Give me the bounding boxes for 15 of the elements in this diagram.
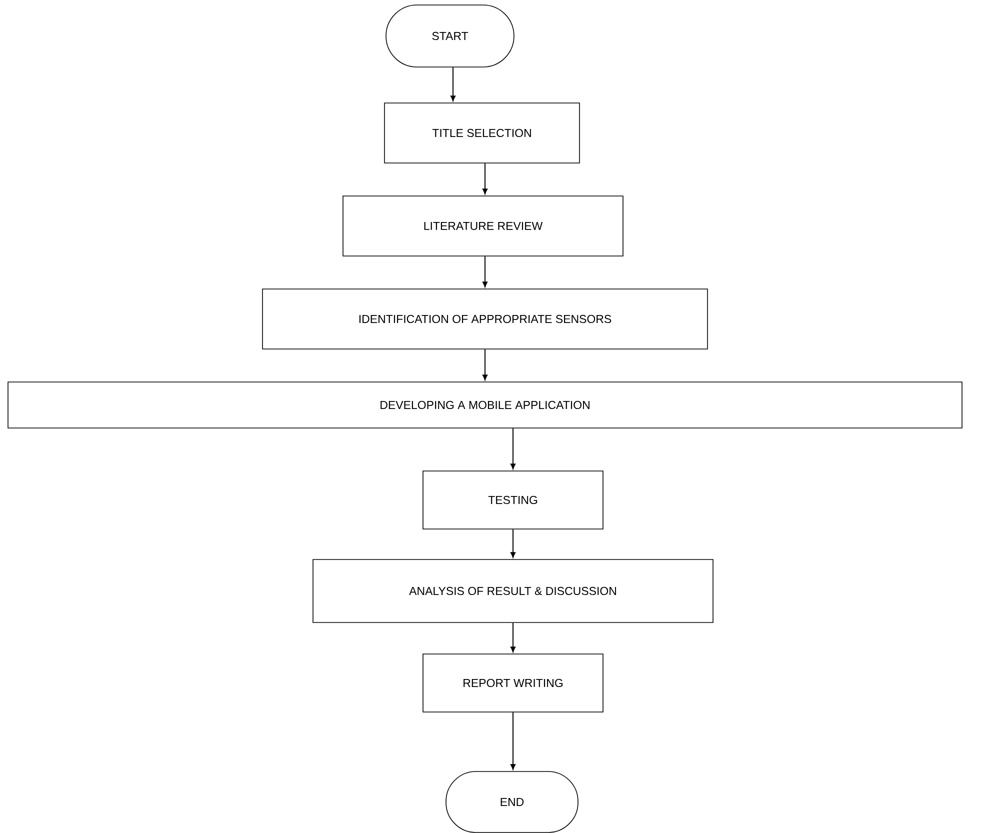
arrow xyxy=(510,622,516,652)
process-box: TITLE SELECTION xyxy=(384,102,580,164)
arrow xyxy=(482,348,488,380)
process-box: LITERATURE REVIEW xyxy=(342,196,624,256)
arrow xyxy=(510,528,516,558)
process-box: TESTING xyxy=(422,470,604,530)
arrow xyxy=(450,66,456,102)
process-box: ANALYSIS OF RESULT & DISCUSSION xyxy=(312,559,714,623)
process-box: DEVELOPING A MOBILE APPLICATION xyxy=(8,382,962,428)
arrow xyxy=(510,712,516,770)
arrow xyxy=(482,162,488,194)
arrow xyxy=(482,256,488,288)
process-box: IDENTIFICATION OF APPROPRIATE SENSORS xyxy=(262,288,708,350)
process-box: REPORT WRITING xyxy=(422,654,604,712)
arrow xyxy=(510,428,516,470)
